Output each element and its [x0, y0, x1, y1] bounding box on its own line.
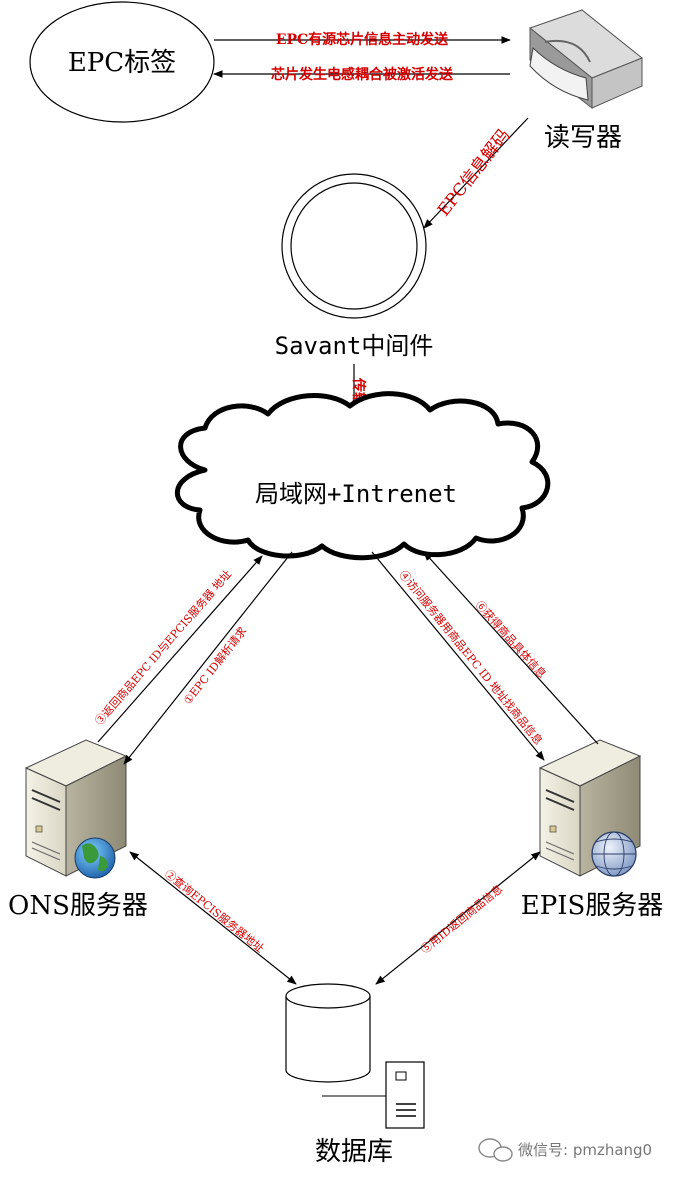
edge-label-ons-to-database: ②查询EPCIS服务器地址	[162, 867, 267, 956]
edge-tag-to-reader: EPC有源芯片信息主动发送	[214, 31, 511, 48]
epis-label: EPIS服务器	[521, 891, 664, 921]
edge-label-ons-to-network: ③返回商品EPC ID与EPCIS服务器 地址	[92, 567, 234, 728]
network-cloud-node: 局域网+Intrenet	[174, 391, 551, 561]
database-label: 数据库	[315, 1137, 393, 1167]
reader-device-icon	[528, 9, 643, 110]
edge-label-reader-to-savant: EPC信息解码	[434, 125, 514, 220]
savant-ring-icon	[281, 173, 427, 319]
network-label: 局域网+Intrenet	[255, 480, 457, 508]
database-computer-icon	[322, 1061, 425, 1129]
edge-ons-to-database: ②查询EPCIS服务器地址	[129, 851, 297, 985]
epc-tag-label: EPC标签	[68, 48, 176, 78]
wireframe-globe-icon	[591, 831, 637, 877]
edge-label-tag-to-reader: EPC有源芯片信息主动发送	[276, 31, 449, 48]
watermark: 微信号: pmzhang0	[478, 1138, 652, 1162]
reader-node: 读写器	[528, 9, 643, 153]
edge-epis-to-database: ⑤用ID返回商品信息	[375, 851, 541, 985]
edge-label-reader-to-tag: 芯片发生电感耦合被激活发送	[271, 66, 454, 83]
wechat-icon	[478, 1138, 513, 1162]
epc-tag-node: EPC标签	[29, 1, 215, 123]
ons-label: ONS服务器	[8, 891, 148, 921]
database-cylinder-icon	[285, 983, 371, 1083]
edge-reader-to-tag: 芯片发生电感耦合被激活发送	[213, 66, 510, 83]
savant-node: Savant中间件	[275, 173, 434, 360]
database-node: 数据库	[285, 983, 425, 1167]
epis-server-node: EPIS服务器	[521, 739, 664, 921]
ons-server-node: ONS服务器	[8, 739, 148, 921]
edge-label-epis-to-database: ⑤用ID返回商品信息	[418, 882, 505, 957]
watermark-text: 微信号: pmzhang0	[518, 1141, 652, 1159]
savant-label: Savant中间件	[275, 332, 434, 360]
edge-reader-to-savant: EPC信息解码	[423, 117, 529, 229]
reader-label: 读写器	[544, 123, 622, 153]
cloud-icon	[174, 391, 551, 561]
green-globe-icon	[74, 837, 116, 879]
